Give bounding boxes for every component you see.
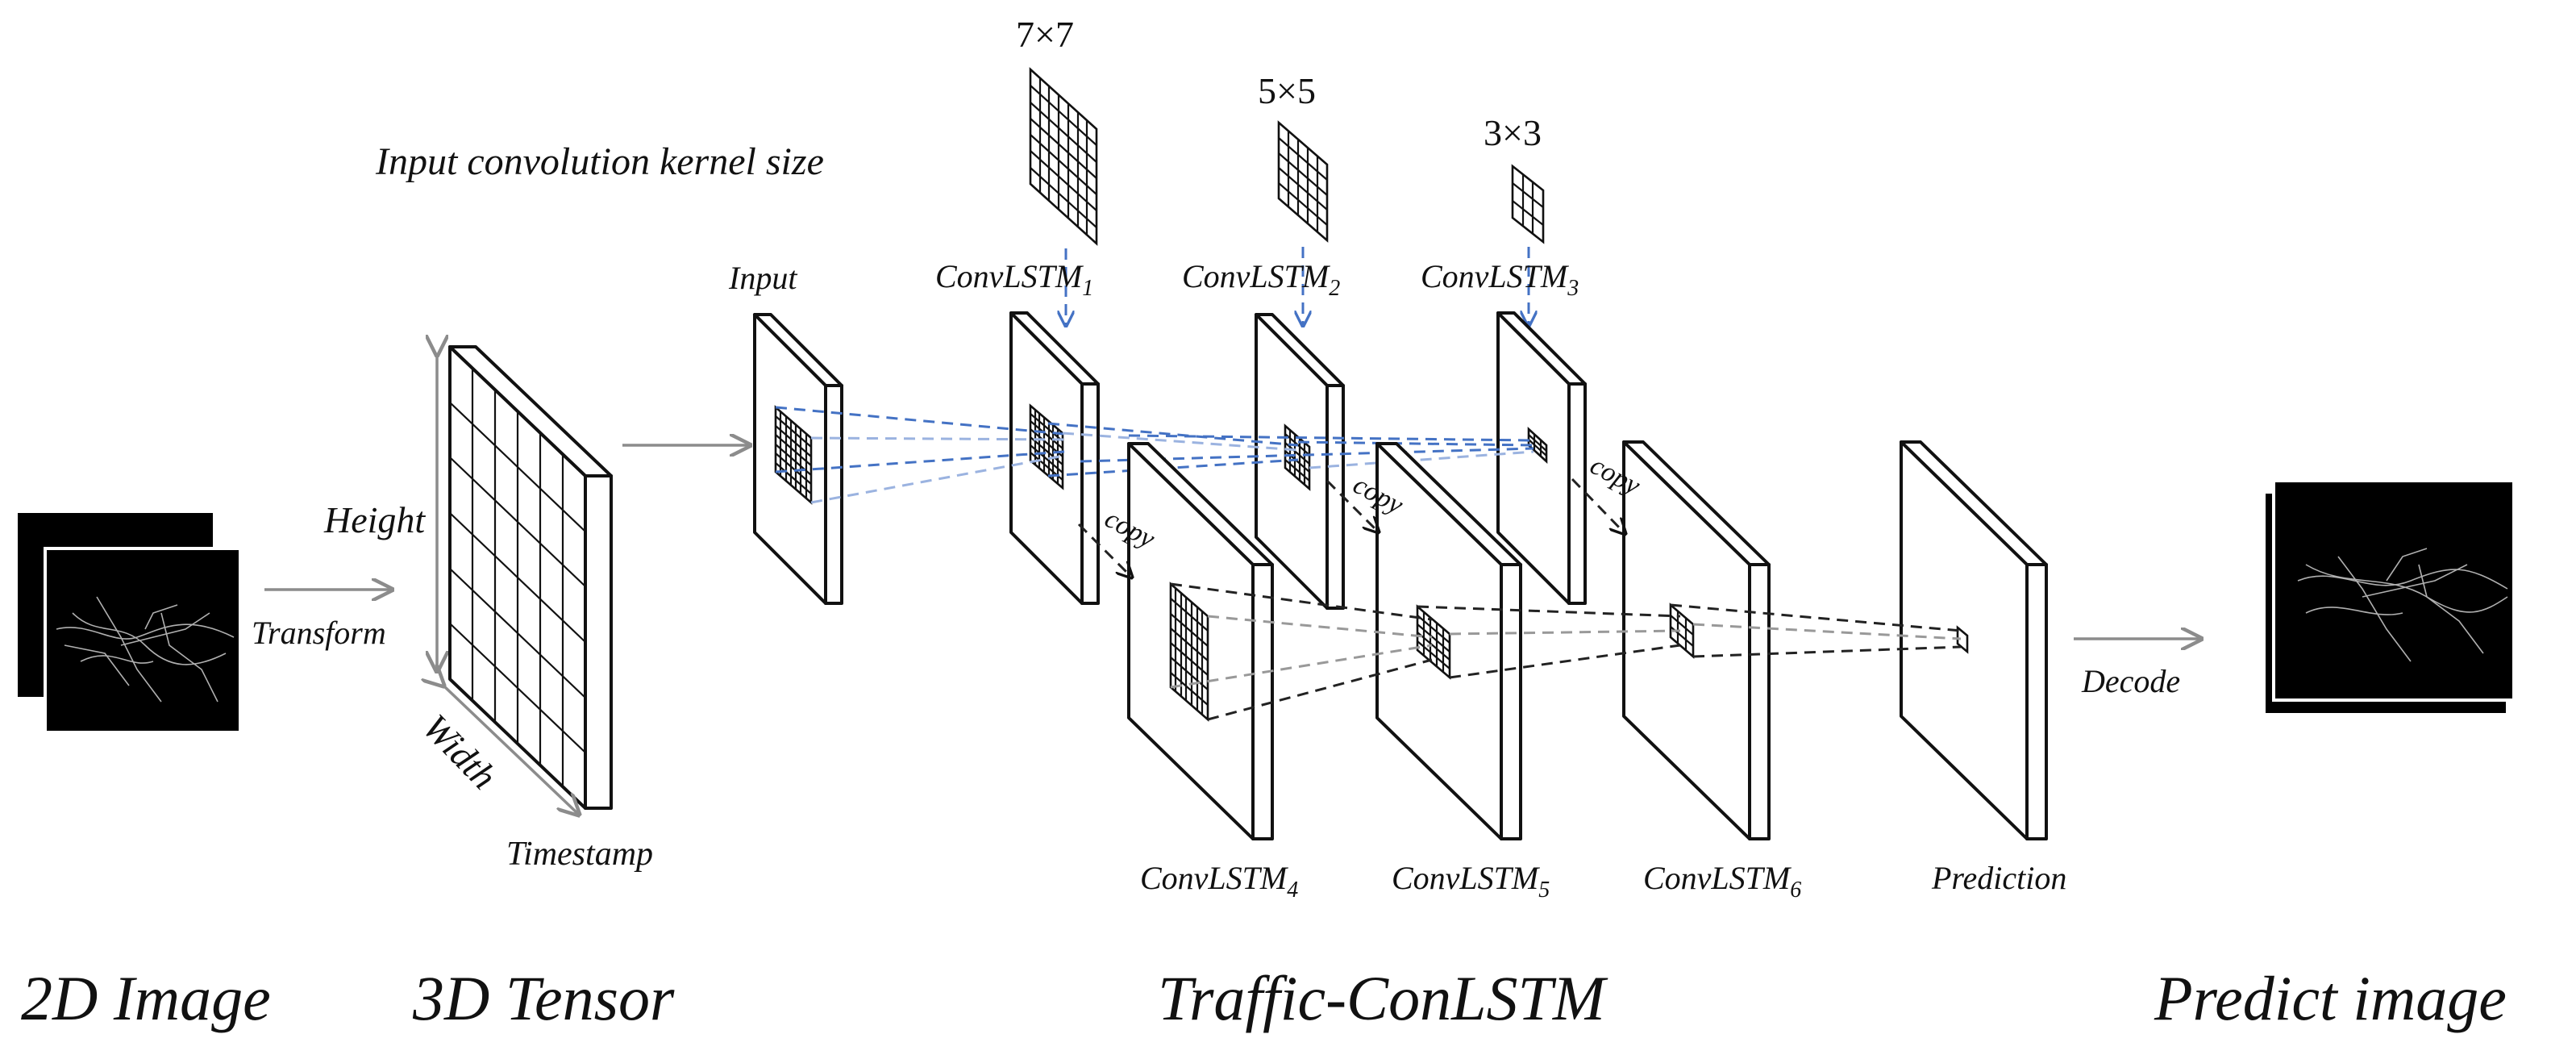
convlstm3-patch <box>1527 427 1548 464</box>
layer-convlstm6 <box>1622 440 1771 840</box>
layer-convlstm4 <box>1127 442 1274 840</box>
kernel-3x3-label: 3×3 <box>1484 112 1542 153</box>
kernel-5x5 <box>1277 120 1329 243</box>
kernel-7x7 <box>1029 67 1098 246</box>
convlstm4-patch <box>1169 582 1209 722</box>
kernel-7x7-label: 7×7 <box>1016 14 1074 55</box>
section-label-3d-tensor: 3D Tensor <box>412 963 675 1033</box>
predicted-image-stack <box>2266 479 2516 713</box>
convlstm6-label: ConvLSTM6 <box>1643 860 1801 903</box>
section-label-model: Traffic-ConLSTM <box>1158 963 1608 1033</box>
kernel-3x3 <box>1511 164 1545 244</box>
prediction-label: Prediction <box>1931 860 2066 896</box>
convlstm5-label: ConvLSTM5 <box>1392 860 1550 903</box>
layer-convlstm3 <box>1496 311 1587 605</box>
decode-label: Decode <box>2081 663 2180 699</box>
layer-convlstm1 <box>1009 311 1100 605</box>
timestamp-label: Timestamp <box>506 836 653 873</box>
convlstm3-label: ConvLSTM3 <box>1421 258 1579 301</box>
predicted-road-texture <box>2297 548 2508 662</box>
copy-arrows <box>1077 477 1625 578</box>
width-dimension-arrow <box>443 686 579 815</box>
transform-label: Transform <box>252 615 386 651</box>
layer-input <box>753 313 843 605</box>
convlstm1-label: ConvLSTM1 <box>935 258 1093 301</box>
kernel-5x5-label: 5×5 <box>1258 70 1316 111</box>
road-network-texture <box>56 596 235 703</box>
encoder-dashed-connections <box>775 406 1534 504</box>
convlstm5-patch <box>1416 604 1451 680</box>
layer-prediction <box>1900 440 2048 840</box>
layer-convlstm5 <box>1375 442 1522 840</box>
convlstm6-patch <box>1669 603 1695 659</box>
kernel-size-caption: Input convolution kernel size <box>375 140 824 183</box>
convlstm1-patch <box>1029 403 1064 490</box>
section-label-2d-image: 2D Image <box>21 963 271 1033</box>
input-layer-label: Input <box>728 260 797 296</box>
height-label: Height <box>323 499 426 540</box>
section-label-predict-image: Predict image <box>2154 963 2507 1033</box>
decoder-dashed-connections <box>1170 582 1962 721</box>
convlstm2-label: ConvLSTM2 <box>1182 258 1340 301</box>
input-image-stack <box>18 513 242 734</box>
convlstm4-label: ConvLSTM4 <box>1140 860 1298 903</box>
